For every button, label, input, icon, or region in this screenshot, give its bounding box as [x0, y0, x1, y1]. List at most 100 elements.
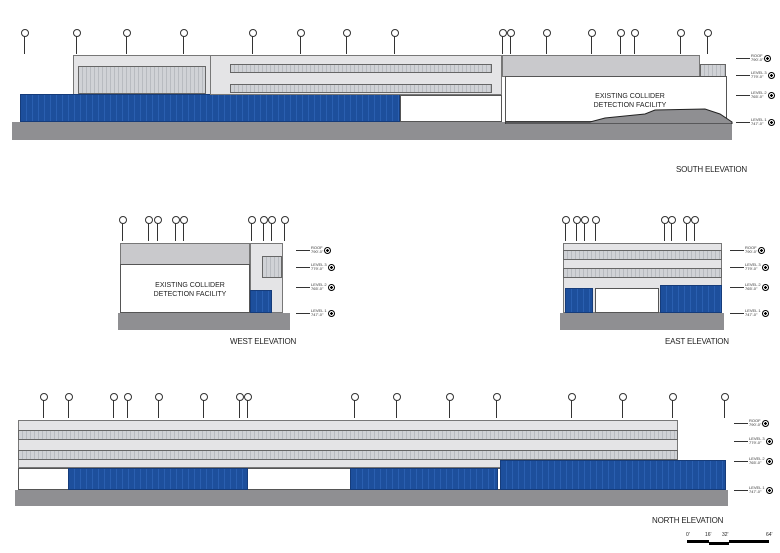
- level-line: [296, 286, 310, 288]
- gridline-marker-icon: [619, 393, 627, 418]
- blue-cladding: [660, 285, 722, 313]
- gridline-marker-icon: [393, 393, 401, 418]
- gridline-marker-icon: [124, 393, 132, 418]
- window-band: [230, 84, 492, 93]
- scale-segment: [687, 540, 709, 543]
- level-datum-icon: [765, 486, 773, 494]
- level-line: [734, 460, 748, 462]
- terrain-profile: [505, 108, 733, 124]
- existing-facility-label: EXISTING COLLIDER DETECTION FACILITY: [580, 92, 680, 110]
- gridline-marker-icon: [391, 29, 399, 54]
- level-line: [734, 489, 748, 491]
- gridline-marker-icon: [200, 393, 208, 418]
- gridline-marker-icon: [683, 216, 691, 241]
- window-band: [230, 64, 492, 73]
- ground-section: [15, 490, 728, 506]
- gridline-marker-icon: [669, 393, 677, 418]
- blue-cladding: [350, 468, 498, 490]
- gridline-marker-icon: [343, 29, 351, 54]
- level-line: [730, 286, 744, 288]
- gridline-marker-icon: [446, 393, 454, 418]
- ground-section: [12, 122, 732, 140]
- gridline-marker-icon: [154, 216, 162, 241]
- scale-tick-label: 64': [766, 532, 773, 538]
- level-line: [296, 249, 310, 251]
- gridline-marker-icon: [155, 393, 163, 418]
- gridline-marker-icon: [21, 29, 29, 54]
- window-band: [18, 430, 678, 440]
- blue-cladding: [565, 288, 593, 313]
- gridline-marker-icon: [351, 393, 359, 418]
- gridline-marker-icon: [668, 216, 676, 241]
- gridline-marker-icon: [248, 216, 256, 241]
- gridline-marker-icon: [617, 29, 625, 54]
- ground-section: [560, 313, 724, 330]
- blue-cladding: [68, 468, 248, 490]
- gridline-marker-icon: [493, 393, 501, 418]
- scale-tick-label: 0': [686, 532, 690, 538]
- level-line: [734, 422, 748, 424]
- gridline-marker-icon: [172, 216, 180, 241]
- level-line: [736, 57, 750, 59]
- note-line: EXISTING COLLIDER: [595, 93, 665, 100]
- gridline-marker-icon: [281, 216, 289, 241]
- gridline-marker-icon: [631, 29, 639, 54]
- scale-tick-label: 32': [722, 532, 729, 538]
- level-datum-icon: [327, 309, 335, 317]
- gridline-marker-icon: [297, 29, 305, 54]
- level-line: [730, 312, 744, 314]
- level-datum-icon: [767, 118, 775, 126]
- gridline-marker-icon: [507, 29, 515, 54]
- gridline-marker-icon: [592, 216, 600, 241]
- level-line: [730, 266, 744, 268]
- gridline-marker-icon: [499, 29, 507, 54]
- existing-facility-label: EXISTING COLLIDER DETECTION FACILITY: [140, 281, 240, 299]
- level-datum-icon: [758, 246, 766, 254]
- gridline-marker-icon: [244, 393, 252, 418]
- gridline-marker-icon: [260, 216, 268, 241]
- level-line: [730, 249, 744, 251]
- level-datum-icon: [761, 263, 769, 271]
- gridline-marker-icon: [543, 29, 551, 54]
- scale-segment: [729, 540, 769, 543]
- level-line: [736, 94, 750, 96]
- curtain-wall: [262, 256, 282, 278]
- level-datum-icon: [764, 54, 772, 62]
- window-band: [18, 450, 678, 460]
- level-datum-icon: [762, 419, 770, 427]
- scale-segment: [709, 542, 729, 545]
- gridline-marker-icon: [110, 393, 118, 418]
- existing-facility: [120, 264, 250, 313]
- scale-tick-label: 16': [705, 532, 712, 538]
- curtain-wall: [78, 66, 206, 94]
- south-elevation-title: SOUTH ELEVATION: [676, 165, 747, 174]
- gridline-marker-icon: [562, 216, 570, 241]
- ground-section: [118, 313, 290, 330]
- level-line: [736, 74, 750, 76]
- level-datum-icon: [765, 457, 773, 465]
- note-line: DETECTION FACILITY: [153, 291, 227, 298]
- gridline-marker-icon: [691, 216, 699, 241]
- west-elevation-title: WEST ELEVATION: [230, 337, 297, 346]
